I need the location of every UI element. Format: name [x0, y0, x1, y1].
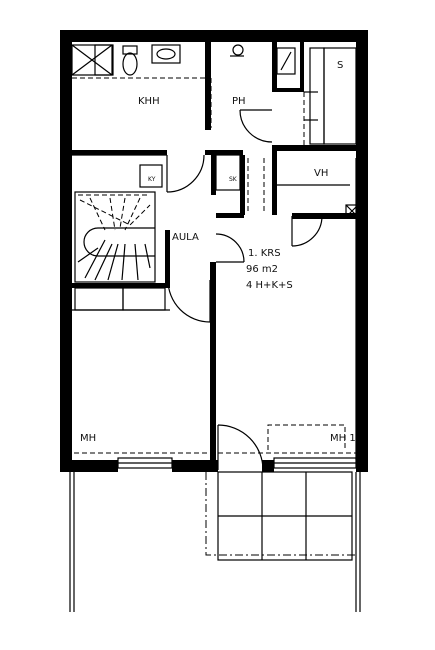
sauna-fixtures: [210, 44, 296, 128]
bathroom-fixtures: [71, 44, 205, 79]
toilet-icon: [122, 52, 138, 76]
doors: [166, 109, 323, 471]
shower-icon: [232, 44, 244, 56]
room-label-aula: AULA: [172, 232, 199, 243]
sink-icon: [151, 44, 181, 64]
room-label-ph: PH: [232, 96, 246, 107]
stove-icon: [276, 47, 296, 75]
room-label-vh: VH: [314, 168, 328, 179]
staircase: [74, 191, 156, 283]
interior-walls: [72, 42, 368, 460]
cabinet-label-sk: SK: [229, 176, 238, 183]
cabinet-label-ky: KY: [148, 176, 156, 183]
room-label-s: S: [337, 60, 343, 71]
terrace: [69, 471, 361, 612]
room-label-khh: KHH: [138, 96, 160, 107]
floor-area: 96 m2: [246, 264, 278, 275]
wardrobe-icon: [74, 287, 124, 311]
sauna-benches: [303, 47, 357, 145]
floor-number: 1. KRS: [248, 248, 281, 259]
outer-walls: [60, 30, 368, 472]
room-label-mh-right: MH 1: [330, 433, 356, 444]
room-count: 4 H+K+S: [246, 280, 293, 291]
windows: [74, 424, 357, 469]
room-label-mh-left: MH: [80, 433, 96, 444]
